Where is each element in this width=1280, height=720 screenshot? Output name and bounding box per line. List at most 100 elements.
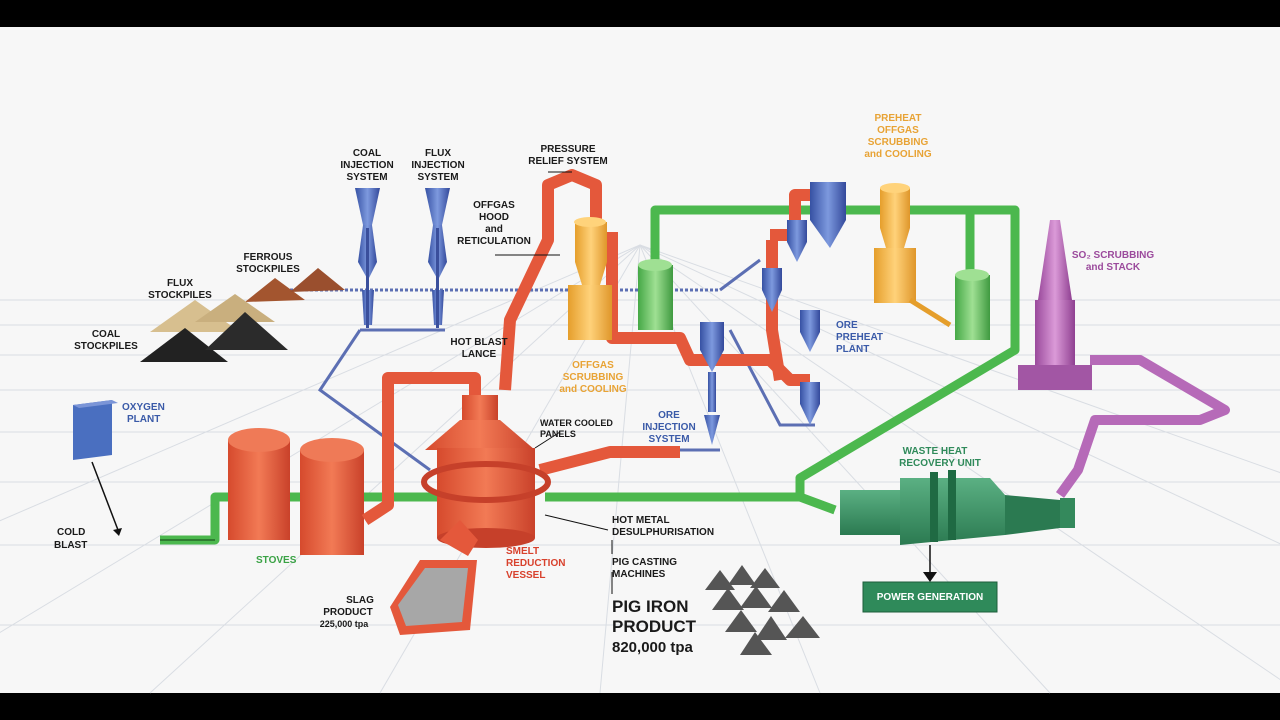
offgas-scrubbing-tower [568, 217, 612, 340]
flux-injection-label-line-3: SYSTEM [417, 172, 458, 183]
smelt-reduction-vessel [421, 395, 551, 548]
so2-stack [1018, 220, 1092, 390]
green-tank-left [638, 259, 673, 330]
ore-injection-cyclone [700, 322, 724, 445]
waste-heat-recovery-unit [840, 470, 1075, 545]
oxygen-plant-label-line-2: PLANT [127, 414, 160, 425]
pig-casting-label-line-2: MACHINES [612, 569, 666, 580]
oxygen-plant [73, 400, 118, 460]
oxygen-arrowhead [113, 528, 122, 536]
slag-bin [390, 520, 478, 635]
flux-stockpiles-label: FLUX STOCKPILES [148, 278, 212, 301]
preheat-offgas-label-line-1: PREHEAT [874, 113, 921, 124]
preheat-offgas-label-line-3: SCRUBBING [868, 137, 929, 148]
so2-scrubbing-label-line-1: SO₂ SCRUBBING [1072, 250, 1154, 261]
hot-blast-lance-label-line-1: HOT BLAST [450, 337, 507, 348]
ore-preheat-cyclones [762, 182, 846, 425]
stoves-label: STOVES [256, 555, 297, 566]
slag-product-label-line-3: 225,000 tpa [320, 619, 370, 629]
smelt-reduction-label-line-1: SMELT [506, 546, 539, 557]
pig-iron-label-line-2: PRODUCT [612, 617, 697, 636]
ore-preheat-label-line-2: PREHEAT [836, 332, 883, 343]
offgas-hood-label-line-3: and [485, 224, 503, 235]
so2-scrubbing-label: SO₂ SCRUBBING and STACK [1072, 250, 1154, 273]
slag-product-label: SLAG PRODUCT 225,000 tpa [320, 595, 374, 629]
offgas-hood-label: OFFGAS HOOD and RETICULATION [457, 200, 531, 247]
offgas-scrubbing-label-line-1: OFFGAS [572, 360, 614, 371]
ore-injection-label-line-2: INJECTION [642, 422, 695, 433]
flux-injection-label: FLUX INJECTION SYSTEM [411, 148, 464, 183]
flux-stockpiles-label-line-2: STOCKPILES [148, 290, 212, 301]
ferrous-stockpiles-label: FERROUS STOCKPILES [236, 252, 300, 275]
pig-iron-label: PIG IRON PRODUCT 820,000 tpa [612, 597, 697, 656]
coal-stockpiles-label-line-1: COAL [92, 329, 120, 340]
pressure-relief-label-line-1: PRESSURE [540, 144, 595, 155]
flux-injection-label-line-2: INJECTION [411, 160, 464, 171]
hot-blast-lance-label: HOT BLAST LANCE [450, 337, 507, 360]
flux-stockpiles-label-line-1: FLUX [167, 278, 193, 289]
offgas-scrubbing-label: OFFGAS SCRUBBING and COOLING [559, 360, 626, 395]
hot-metal-label: HOT METAL DESULPHURISATION [612, 515, 714, 538]
preheat-offgas-tower [874, 183, 952, 328]
stack-duct [1055, 355, 1230, 498]
coal-injection-label-line-1: COAL [353, 148, 381, 159]
coal-injection-label: COAL INJECTION SYSTEM [340, 148, 393, 183]
preheat-offgas-label-line-4: and COOLING [864, 149, 931, 160]
offgas-hood-label-line-4: RETICULATION [457, 236, 531, 247]
stockpiles [140, 268, 345, 362]
pig-casting-label: PIG CASTING MACHINES [612, 557, 677, 580]
cold-blast-label-line-2: BLAST [54, 540, 87, 551]
pig-iron-pile [705, 565, 820, 655]
coal-stockpiles-label-line-2: STOCKPILES [74, 341, 138, 352]
slag-product-label-line-1: SLAG [346, 595, 374, 606]
smelt-reduction-label: SMELT REDUCTION VESSEL [506, 546, 565, 581]
coal-injection-label-line-2: INJECTION [340, 160, 393, 171]
waste-heat-label: WASTE HEAT RECOVERY UNIT [899, 446, 981, 469]
ore-injection-label: ORE INJECTION SYSTEM [642, 410, 695, 445]
power-generation-label: POWER GENERATION [877, 592, 983, 603]
ore-injection-label-line-1: ORE [658, 410, 680, 421]
cold-blast-label: COLD BLAST [54, 527, 87, 551]
green-tank-right [955, 269, 990, 340]
pig-iron-label-line-1: PIG IRON [612, 597, 689, 616]
ore-preheat-label: ORE PREHEAT PLANT [836, 320, 883, 355]
oxygen-plant-label-line-1: OXYGEN [122, 402, 165, 413]
oxygen-arrow [91, 461, 119, 531]
offgas-hood-label-line-1: OFFGAS [473, 200, 515, 211]
smelt-reduction-label-line-3: VESSEL [506, 570, 545, 581]
coal-injection-hopper [355, 188, 380, 328]
ore-injection-label-line-3: SYSTEM [648, 434, 689, 445]
offgas-hood-label-line-2: HOOD [479, 212, 509, 223]
stoves [228, 428, 364, 555]
ferrous-stockpiles-label-line-1: FERROUS [244, 252, 293, 263]
power-arrowhead [923, 572, 937, 582]
waste-heat-label-line-1: WASTE HEAT [903, 446, 968, 457]
oxygen-plant-label: OXYGEN PLANT [122, 402, 165, 425]
water-cooled-label-line-2: PANELS [540, 429, 576, 439]
pressure-relief-label-line-2: RELIEF SYSTEM [528, 156, 607, 167]
offgas-scrubbing-label-line-3: and COOLING [559, 384, 626, 395]
ore-preheat-label-line-3: PLANT [836, 344, 869, 355]
power-generation-box [862, 581, 998, 613]
preheat-offgas-label: PREHEAT OFFGAS SCRUBBING and COOLING [864, 113, 931, 160]
pressure-relief-label: PRESSURE RELIEF SYSTEM [528, 144, 607, 167]
flux-injection-hopper [425, 188, 450, 328]
hot-metal-label-line-2: DESULPHURISATION [612, 527, 714, 538]
preheat-offgas-label-line-2: OFFGAS [877, 125, 919, 136]
hot-blast-lance-label-line-2: LANCE [462, 349, 497, 360]
flux-injection-label-line-1: FLUX [425, 148, 451, 159]
offgas-scrubbing-label-line-2: SCRUBBING [563, 372, 624, 383]
coal-injection-label-line-3: SYSTEM [346, 172, 387, 183]
ferrous-stockpiles-label-line-2: STOCKPILES [236, 264, 300, 275]
waste-heat-label-line-2: RECOVERY UNIT [899, 458, 981, 469]
so2-scrubbing-label-line-2: and STACK [1086, 262, 1141, 273]
water-cooled-label: WATER COOLED PANELS [540, 418, 613, 439]
water-cooled-label-line-1: WATER COOLED [540, 418, 613, 428]
hot-metal-label-line-1: HOT METAL [612, 515, 670, 526]
pig-casting-label-line-1: PIG CASTING [612, 557, 677, 568]
ore-preheat-label-line-1: ORE [836, 320, 858, 331]
leader-lines [495, 171, 613, 594]
pig-iron-label-line-3: 820,000 tpa [612, 639, 694, 656]
cold-blast-label-line-1: COLD [57, 527, 85, 538]
